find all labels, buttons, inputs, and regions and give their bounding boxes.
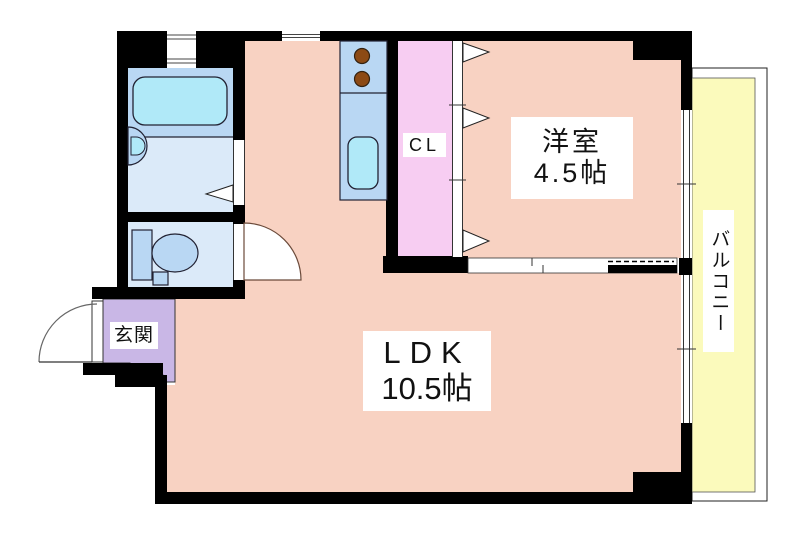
- closet-label: CL: [403, 133, 446, 157]
- closet-folding-door-icon: [449, 41, 491, 257]
- walls: [83, 31, 692, 504]
- western-room-label: 洋室 4.5帖: [511, 117, 633, 199]
- ldk-name: LDK: [383, 335, 471, 371]
- ldk-size: 10.5帖: [381, 371, 473, 406]
- kitchen-window: [282, 31, 320, 41]
- kitchen-counter: [339, 40, 388, 201]
- toilet-door-opening: [233, 224, 245, 280]
- stove-burner-icon: [353, 47, 371, 65]
- stove-burner-icon: [353, 70, 371, 88]
- toilet-icon: [131, 229, 199, 286]
- western-room-name: 洋室: [542, 126, 602, 157]
- western-room-size: 4.5帖: [533, 158, 611, 188]
- kitchen-sink-icon: [347, 136, 379, 190]
- ldk-label: LDK 10.5帖: [363, 331, 491, 411]
- bathtub-icon: [132, 76, 228, 126]
- entrance-door-swing-icon: [38, 300, 104, 363]
- washroom-door-opening: [233, 140, 245, 205]
- ldk-window: [677, 275, 696, 423]
- washbasin-icon: [127, 126, 148, 166]
- washroom-door-swing-icon: [204, 184, 234, 203]
- bathroom-vent-window: [167, 31, 196, 68]
- balcony-label: バルコニー: [703, 210, 734, 352]
- western-room-window: [677, 110, 696, 258]
- sliding-door-icon: [467, 257, 678, 274]
- interior-door-swing-icon: [243, 222, 302, 281]
- entrance-label: 玄関: [110, 322, 158, 349]
